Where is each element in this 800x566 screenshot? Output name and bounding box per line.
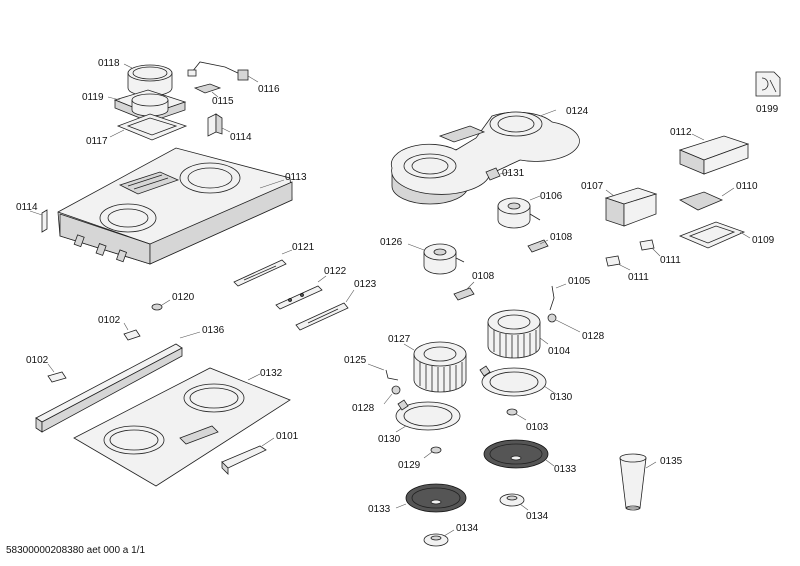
part-0101-bracket	[221, 437, 275, 475]
label-0111-b: 0111	[628, 272, 649, 283]
label-0108-b: 0108	[472, 271, 495, 282]
label-0101: 0101	[276, 431, 299, 442]
part-0103-nut	[506, 408, 527, 421]
part-0114-wall-bracket-top	[207, 113, 231, 137]
label-0123: 0123	[354, 279, 377, 290]
part-0135-measuring-cup	[619, 453, 657, 511]
label-0134-a: 0134	[526, 511, 549, 522]
label-0102-a: 0102	[98, 315, 121, 326]
part-0120-screw	[151, 299, 171, 311]
label-0114-top: 0114	[230, 132, 252, 143]
part-0126-motor	[407, 243, 465, 275]
part-0124-fan-housing	[390, 109, 580, 205]
label-0104: 0104	[548, 346, 571, 357]
label-0122: 0122	[324, 266, 347, 277]
part-0134-knob-a	[499, 493, 529, 511]
label-0125: 0125	[344, 355, 367, 366]
part-0107-control-box	[604, 187, 658, 227]
part-0102-clip-a	[123, 322, 141, 341]
label-0135: 0135	[660, 456, 683, 467]
label-0126: 0126	[380, 237, 403, 248]
part-0131-fixing	[485, 167, 511, 181]
label-0119: 0119	[82, 92, 104, 103]
label-0130-b: 0130	[378, 434, 401, 445]
label-0132: 0132	[260, 368, 283, 379]
label-0116: 0116	[258, 84, 280, 95]
label-0121: 0121	[292, 242, 315, 253]
label-0130-a: 0130	[550, 392, 573, 403]
label-0199: 0199	[756, 104, 779, 115]
part-0123-rail	[295, 289, 355, 331]
label-0109: 0109	[752, 235, 775, 246]
label-0129: 0129	[398, 460, 421, 471]
part-0130-filter-ring-a	[479, 365, 557, 397]
part-0122-rail	[275, 275, 327, 310]
part-0128-nut-a	[547, 313, 581, 333]
label-0117: 0117	[86, 136, 108, 147]
label-0115: 0115	[212, 96, 234, 107]
part-0125-pin	[367, 363, 399, 381]
part-0102-clip-b	[47, 363, 67, 383]
label-0107: 0107	[581, 181, 604, 192]
label-0111-a: 0111	[660, 255, 681, 266]
part-0118-chimney-ring	[123, 63, 173, 97]
part-0136-front-strip	[35, 331, 201, 433]
part-0104-cylinder-filter	[487, 309, 549, 359]
label-0113: 0113	[285, 172, 307, 183]
part-0110-circuit-board	[679, 187, 735, 211]
label-0133-b: 0133	[368, 504, 391, 515]
label-0128-b: 0128	[352, 403, 375, 414]
part-0133-grease-filter-a	[483, 439, 555, 469]
label-0133-a: 0133	[554, 464, 577, 475]
label-0112: 0112	[670, 127, 692, 138]
label-0127: 0127	[388, 334, 411, 345]
label-0136: 0136	[202, 325, 225, 336]
part-0113-hood-body	[57, 147, 293, 265]
label-0120: 0120	[172, 292, 195, 303]
label-0105: 0105	[568, 276, 591, 287]
part-0115-clip	[193, 83, 222, 98]
part-0128-nut-b	[383, 385, 401, 405]
part-0106-motor	[497, 195, 541, 229]
part-0130-filter-ring-b	[395, 399, 461, 433]
label-0118: 0118	[98, 58, 120, 69]
label-0124: 0124	[566, 106, 589, 117]
document-icon-0199	[755, 71, 781, 97]
label-0103: 0103	[526, 422, 549, 433]
part-0133-grease-filter-b	[395, 483, 467, 513]
part-0117-mounting-plate	[109, 113, 188, 141]
part-0105-cable	[549, 283, 567, 311]
label-0128-a: 0128	[582, 331, 605, 342]
label-0134-b: 0134	[456, 523, 479, 534]
part-0108-motor-bracket-b	[453, 281, 475, 301]
label-0102-b: 0102	[26, 355, 49, 366]
part-0121-rail	[233, 249, 293, 287]
part-0111-switch-b	[605, 255, 631, 271]
part-0111-switch-a	[639, 239, 661, 257]
label-0114-left: 0114	[16, 202, 38, 213]
part-0109-control-panel	[678, 221, 751, 249]
part-0127-cylinder-filter	[403, 341, 467, 393]
part-0132-bottom-plate	[73, 367, 291, 487]
part-0116-power-cable	[187, 61, 259, 83]
label-0110: 0110	[736, 181, 758, 192]
part-0114-wall-bracket-left	[29, 209, 48, 233]
part-0129-nut	[423, 446, 442, 459]
label-0108-a: 0108	[550, 232, 573, 243]
label-0131: 0131	[502, 168, 525, 179]
document-footer: 58300000208380 aet 000 a 1/1	[6, 545, 146, 556]
part-0108-motor-bracket-a	[527, 239, 549, 253]
part-0134-knob-b	[423, 529, 455, 547]
part-0112-electronics-box	[678, 133, 750, 175]
label-0106: 0106	[540, 191, 563, 202]
